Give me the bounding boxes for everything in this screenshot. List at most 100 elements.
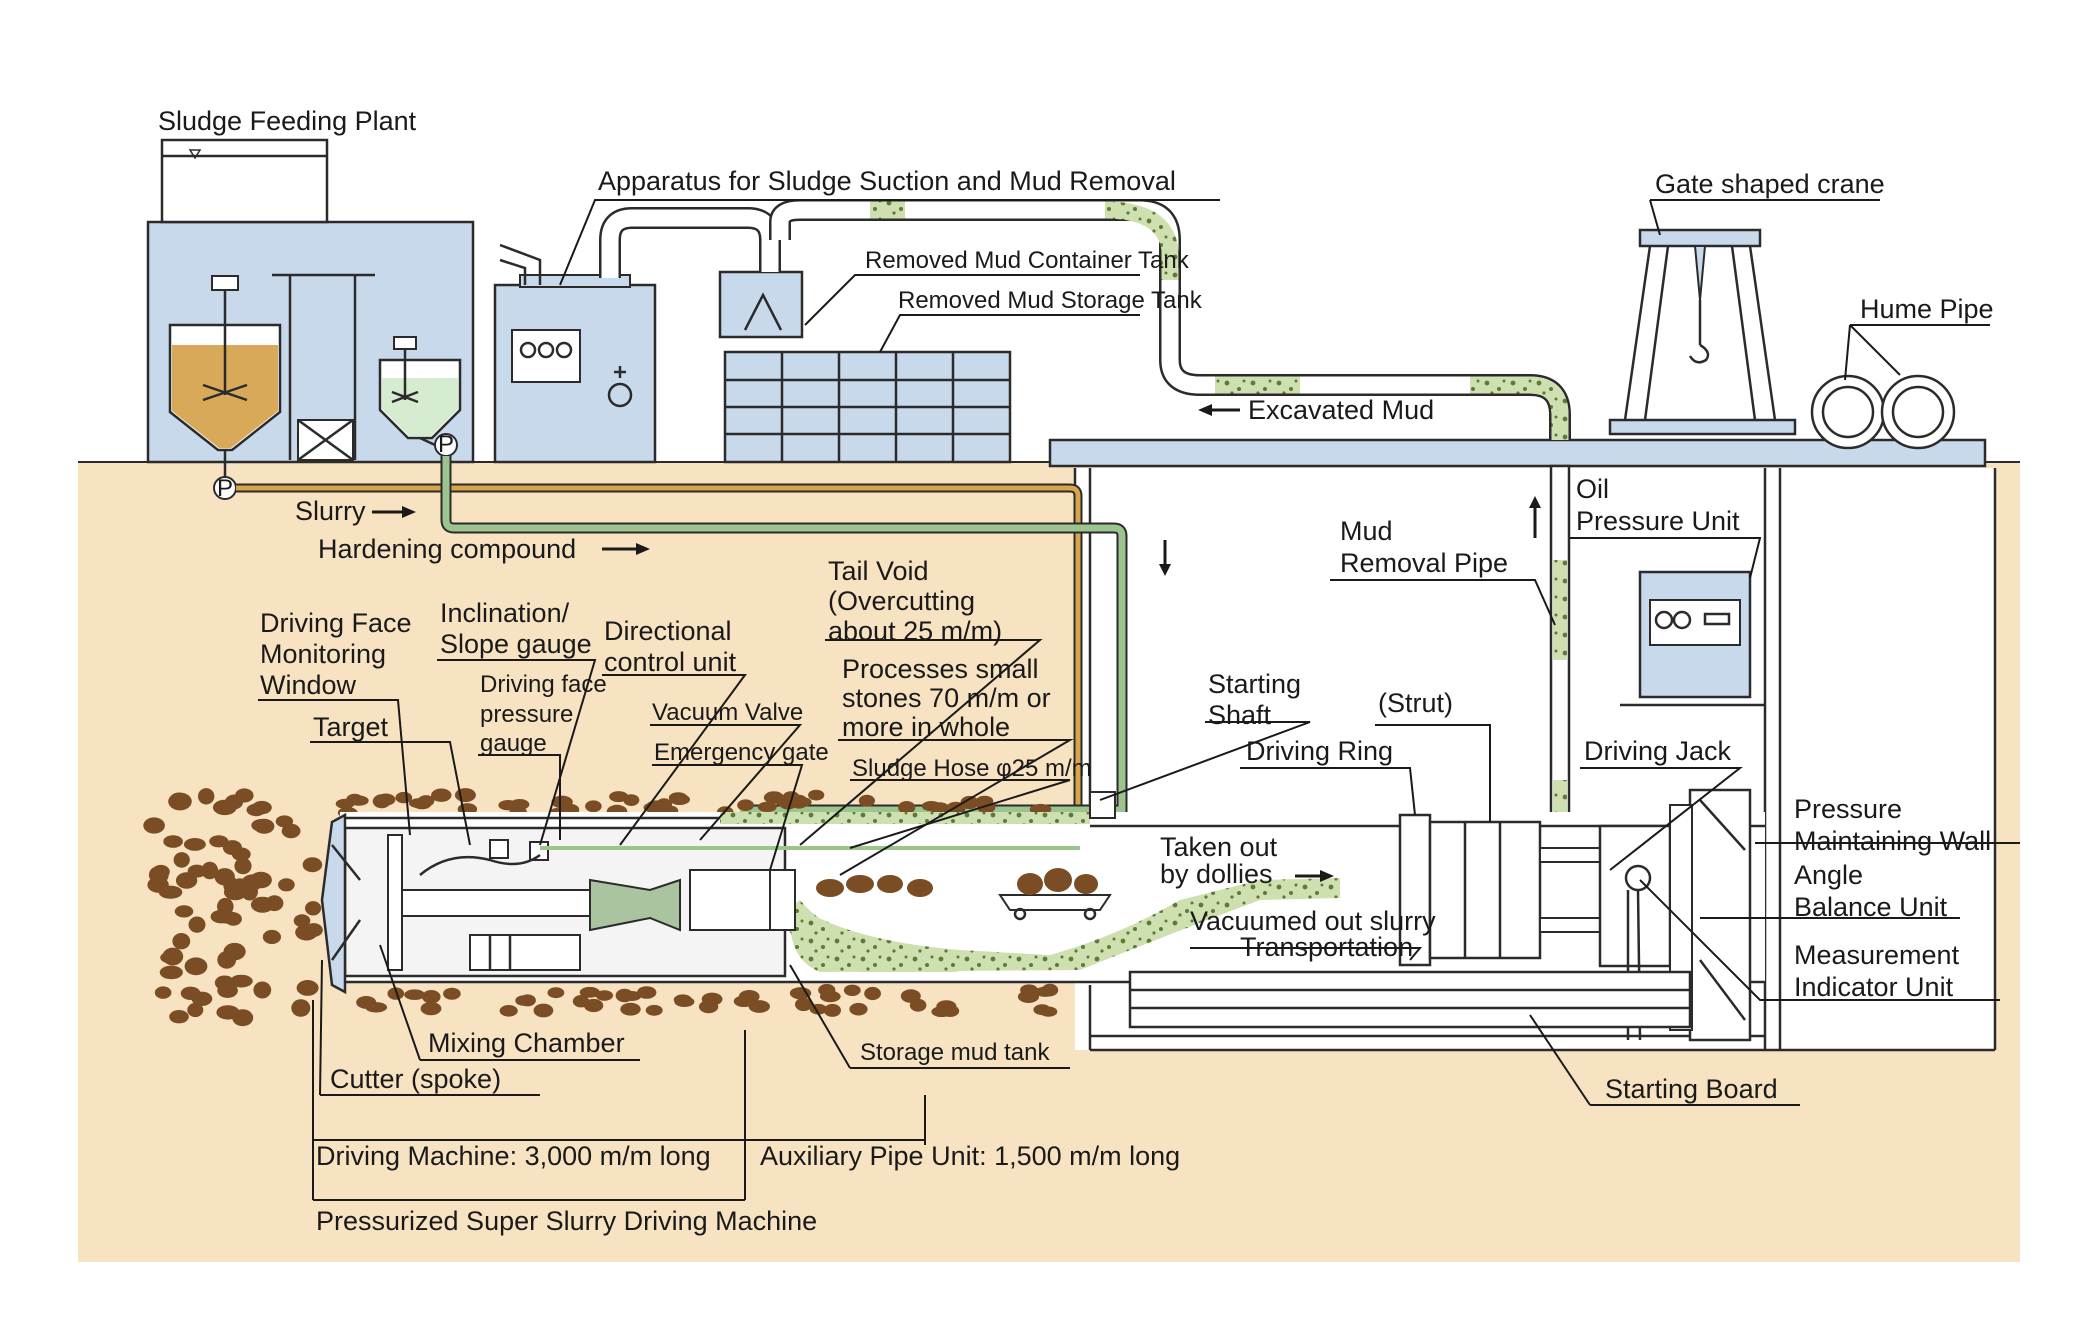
pump-2-stem <box>419 436 436 447</box>
soil-stone <box>1034 986 1056 997</box>
soil-stone <box>757 801 777 813</box>
tunnel-stone-2 <box>846 875 874 893</box>
soil-stone <box>169 1010 189 1024</box>
plant-top-tank <box>160 138 329 224</box>
soil-stone <box>305 901 322 916</box>
leader-tail <box>799 639 1043 846</box>
mud-removal-fill-1 <box>1553 560 1567 660</box>
label-mixing: Mixing Chamber <box>428 1028 625 1058</box>
soil-stone <box>281 823 301 839</box>
label-dfpg-2: pressure <box>480 701 573 728</box>
hume-pipe-1-inner <box>1821 385 1875 439</box>
leader-sludge-hose <box>849 779 1071 849</box>
gauge-2 <box>537 341 555 359</box>
leader-miu <box>1639 879 2000 1001</box>
soil-stone <box>669 794 690 805</box>
soil-stone <box>431 788 452 802</box>
oil-unit-screen <box>1649 599 1741 646</box>
soil-stone <box>420 1002 442 1016</box>
soil-stone <box>795 997 813 1012</box>
soil-stone <box>251 818 273 832</box>
soil-stone <box>620 1002 641 1016</box>
label-slurry: Slurry <box>295 496 366 526</box>
water-level-marker <box>188 149 202 160</box>
driving-jack-body <box>1598 824 1672 968</box>
label-storage-tank: Removed Mud Storage Tank <box>898 287 1203 314</box>
soil-stone <box>443 987 461 1000</box>
soil-stone <box>409 798 430 809</box>
soil-stone <box>170 792 187 805</box>
suction-pipe-outer <box>599 207 781 278</box>
soil-stone <box>674 996 695 1007</box>
soil-stone <box>547 987 565 999</box>
soil-stone <box>395 791 413 804</box>
label-mud-removal-1: Mud <box>1340 516 1393 546</box>
soil-stone <box>921 801 942 812</box>
gauge-3 <box>555 341 573 359</box>
up-arrow-head <box>1529 496 1541 508</box>
slurry-pump: P <box>213 450 237 502</box>
soil-stone <box>737 799 754 811</box>
soil-stone <box>533 1003 554 1018</box>
soil-stone <box>187 864 207 878</box>
soil-stone <box>212 799 237 816</box>
label-shaft-2: Shaft <box>1208 700 1272 730</box>
label-shaft-1: Starting <box>1208 669 1301 699</box>
plant-crate-cross <box>297 418 354 462</box>
container-tank-funnel <box>743 292 783 331</box>
gauge-box-2 <box>529 841 549 861</box>
label-dcu-2: control unit <box>604 647 737 677</box>
soil-stone <box>223 942 246 961</box>
label-oil-2: Pressure Unit <box>1576 506 1740 536</box>
starting-board <box>1128 970 1692 1029</box>
soil-stone <box>960 795 979 810</box>
soil-stone <box>253 981 272 999</box>
label-dfpg-3: gauge <box>480 730 547 757</box>
leader-dcu <box>602 674 747 846</box>
soil-stone <box>551 795 573 809</box>
jack-rod-bottom <box>1539 917 1601 933</box>
mixer-blade-1 <box>202 383 248 402</box>
soil-stone <box>191 991 213 1006</box>
soil-stone <box>217 983 238 998</box>
pressure-wall <box>1688 788 1752 1042</box>
label-driving-jack: Driving Jack <box>1584 736 1732 766</box>
soil-stone <box>187 1002 204 1018</box>
soil-stone <box>143 817 165 834</box>
label-aux-pipe: Auxiliary Pipe Unit: 1,500 m/m long <box>760 1141 1180 1171</box>
soil-stone <box>249 871 272 889</box>
label-excavated-mud: Excavated Mud <box>1248 395 1434 425</box>
leader-jack <box>1580 767 1743 871</box>
apparatus-exhaust <box>499 243 542 285</box>
label-vac-2: Transportation <box>1240 932 1413 962</box>
crane-beam <box>1638 228 1762 248</box>
oil-pressure-unit <box>1620 570 1765 707</box>
leader-shaft <box>1099 721 1311 801</box>
label-apparatus: Apparatus for Sludge Suction and Mud Rem… <box>598 166 1176 196</box>
leader-emergency <box>652 764 804 871</box>
sludge-hose-coil <box>419 853 541 876</box>
leader-starting-board <box>1529 1014 1800 1106</box>
label-dfmw-3: Window <box>260 670 357 700</box>
soil-stone <box>296 980 319 996</box>
strut-block <box>1428 820 1542 960</box>
label-storage-mud: Storage mud tank <box>860 1039 1050 1066</box>
gauge-box-1 <box>489 839 509 859</box>
label-pmw-2: Maintaining Wall <box>1794 826 1991 856</box>
soil-stone <box>637 986 657 999</box>
label-gate-crane: Gate shaped crane <box>1655 169 1885 199</box>
label-container-tank: Removed Mud Container Tank <box>865 247 1190 274</box>
mixer-motor-1 <box>211 275 239 291</box>
soil-stone <box>174 905 194 918</box>
excavated-mud-segment-2 <box>1104 201 1179 280</box>
soil-stone <box>858 794 876 807</box>
leader-crane <box>1649 199 1880 236</box>
soil-stone <box>163 835 183 848</box>
soil-stone <box>422 990 441 1004</box>
starting-shaft <box>1048 438 1997 1052</box>
hardening-arrow-head <box>636 543 650 555</box>
suction-pipes <box>599 199 1571 440</box>
label-cutter: Cutter (spoke) <box>330 1064 501 1094</box>
soil-stone <box>940 1005 960 1017</box>
